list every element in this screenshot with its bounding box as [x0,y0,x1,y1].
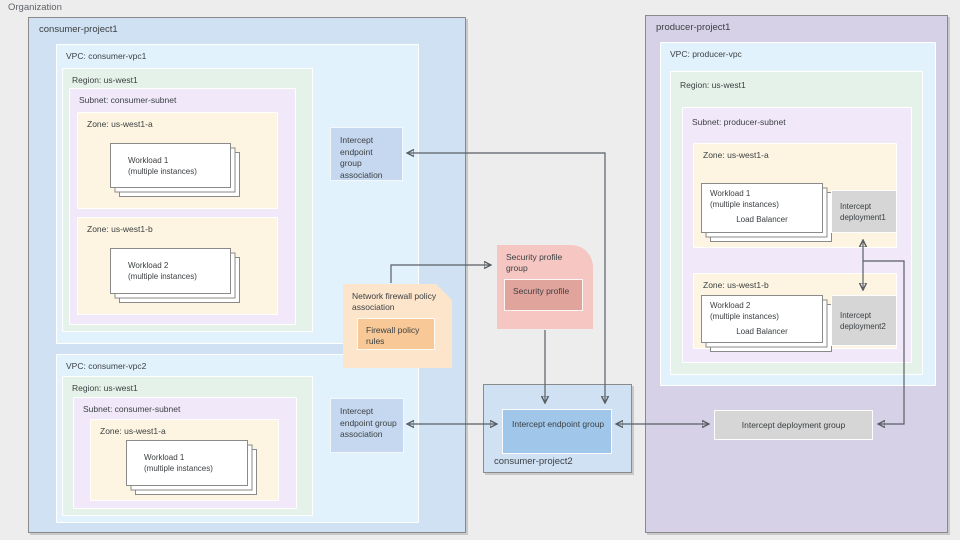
intercept-deployment-group-label: Intercept deployment group [741,420,846,430]
producer-vpc-label: VPC: producer-vpc [670,49,742,59]
intercept-endpoint-group-association2-label: Intercept endpoint group association [340,406,397,439]
producer-zone-a-label: Zone: us-west1-a [703,150,769,160]
consumer-vpc2-subnet-label: Subnet: consumer-subnet [83,404,181,414]
consumer-project1-title: consumer-project1 [39,24,118,35]
firewall-policy-rules-box: Firewall policy rules [357,318,435,350]
workload-name: Workload 2 [710,301,751,310]
intercept-endpoint-group-association1-box: Intercept endpoint group association [330,127,403,181]
load-balancer-label: Load Balancer [736,215,788,224]
consumer-vpc2-label: VPC: consumer-vpc2 [66,361,147,371]
security-profile-group-label: Security profile group [506,252,563,273]
workload-instances: (multiple instances) [144,464,213,473]
workload-card: Workload 1 (multiple instances) Load Bal… [701,183,823,233]
consumer-vpc2-region-label: Region: us-west1 [72,383,138,393]
consumer-vpc1-region-label: Region: us-west1 [72,75,138,85]
consumer-vpc1-zone-a-label: Zone: us-west1-a [87,119,153,129]
workload-card: Workload 1 (multiple instances) [110,143,231,188]
workload-stack-producer-zone-a: Workload 1 (multiple instances) Load Bal… [701,183,832,242]
intercept-endpoint-group-label: Intercept endpoint group [512,419,605,429]
workload-instances: (multiple instances) [128,166,197,176]
load-balancer-label: Load Balancer [736,327,788,336]
workload-instances: (multiple instances) [710,312,779,321]
workload-instances: (multiple instances) [710,200,779,209]
producer-project1-title: producer-project1 [656,22,731,33]
workload-name: Workload 2 [128,261,169,270]
firewall-policy-rules-label: Firewall policy rules [366,325,420,346]
workload-name: Workload 1 [128,155,169,165]
network-firewall-policy-association-label: Network firewall policy association [352,291,437,312]
workload-instances: (multiple instances) [128,272,197,281]
intercept-deployment1-label: Intercept deployment1 [840,201,886,222]
workload-stack-vpc1-zone-a: Workload 1 (multiple instances) [110,143,240,197]
intercept-deployment-group-box: Intercept deployment group [714,410,873,440]
workload-stack-producer-zone-b: Workload 2 (multiple instances) Load Bal… [701,295,832,352]
security-profile-box: Security profile [504,279,583,311]
consumer-vpc1-label: VPC: consumer-vpc1 [66,51,147,61]
workload-card: Workload 2 (multiple instances) [110,248,231,294]
workload-card: Workload 2 (multiple instances) Load Bal… [701,295,823,343]
organization-label: Organization [8,2,62,13]
consumer-vpc2-zone-a-label: Zone: us-west1-a [100,426,166,436]
consumer-vpc1-zone-b-label: Zone: us-west1-b [87,224,153,234]
consumer-vpc1-subnet-label: Subnet: consumer-subnet [79,95,177,105]
producer-subnet-label: Subnet: producer-subnet [692,117,786,127]
workload-card: Workload 1 (multiple instances) [126,440,248,486]
intercept-endpoint-group-box: Intercept endpoint group [502,409,612,454]
workload-name: Workload 1 [710,189,751,198]
intercept-endpoint-group-association2-box: Intercept endpoint group association [330,398,404,453]
workload-stack-vpc1-zone-b: Workload 2 (multiple instances) [110,248,240,303]
security-profile-label: Security profile [513,286,570,296]
intercept-endpoint-group-association1-label: Intercept endpoint group association [340,135,383,180]
workload-stack-vpc2-zone-a: Workload 1 (multiple instances) [126,440,257,495]
consumer-project2-title: consumer-project2 [494,456,573,467]
intercept-deployment1-box: Intercept deployment1 [831,190,897,233]
producer-region-label: Region: us-west1 [680,80,746,90]
producer-zone-b-label: Zone: us-west1-b [703,280,769,290]
workload-name: Workload 1 [144,453,185,462]
intercept-deployment2-label: Intercept deployment2 [840,310,886,331]
intercept-deployment2-box: Intercept deployment2 [831,295,897,346]
